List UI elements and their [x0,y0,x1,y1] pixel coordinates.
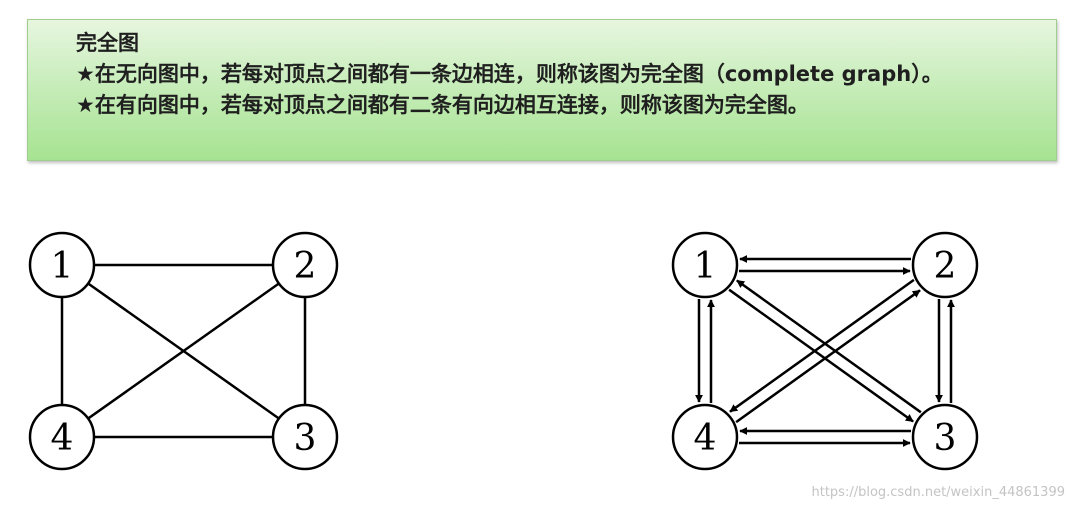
dnode-4: 4 [671,403,739,471]
note-title: 完全图 [76,31,139,55]
directed-complete-graph: 1 2 3 4 [671,231,979,471]
directed-definition: ★在有向图中，若每对顶点之间都有二条有向边相互连接，则称该图为完全图。 [76,93,809,117]
definition-note-box: 完全图 ★在无向图中，若每对顶点之间都有一条边相连，则称该图为完全图（compl… [27,19,1057,161]
dnode-3: 3 [911,403,979,471]
node-2-label: 2 [294,246,317,287]
dnode-2: 2 [911,231,979,299]
arc-2-to-4 [729,278,915,413]
node-4-label: 4 [51,418,74,459]
dnode-2-label: 2 [934,246,957,287]
arc-1-to-3 [728,288,914,423]
dnode-4-label: 4 [694,418,717,459]
node-4: 4 [28,403,96,471]
arc-3-to-1 [736,279,922,414]
dnode-1-label: 1 [694,246,717,287]
node-2: 2 [271,231,339,299]
undirected-edges [60,263,307,439]
dnode-1: 1 [671,231,739,299]
node-1-label: 1 [51,246,74,287]
edge-2-4 [61,263,306,439]
directed-edges [695,255,955,447]
dnode-3-label: 3 [934,418,957,459]
node-3-label: 3 [294,418,317,459]
definition-text: 完全图 ★在无向图中，若每对顶点之间都有一条边相连，则称该图为完全图（compl… [40,28,1045,121]
undirected-definition: ★在无向图中，若每对顶点之间都有一条边相连，则称该图为完全图（complete … [76,62,943,86]
undirected-complete-graph: 1 2 3 4 [28,231,339,471]
node-1: 1 [28,231,96,299]
watermark: https://blog.csdn.net/weixin_44861399 [811,485,1065,500]
node-3: 3 [271,403,339,471]
arc-4-to-2 [735,289,921,424]
